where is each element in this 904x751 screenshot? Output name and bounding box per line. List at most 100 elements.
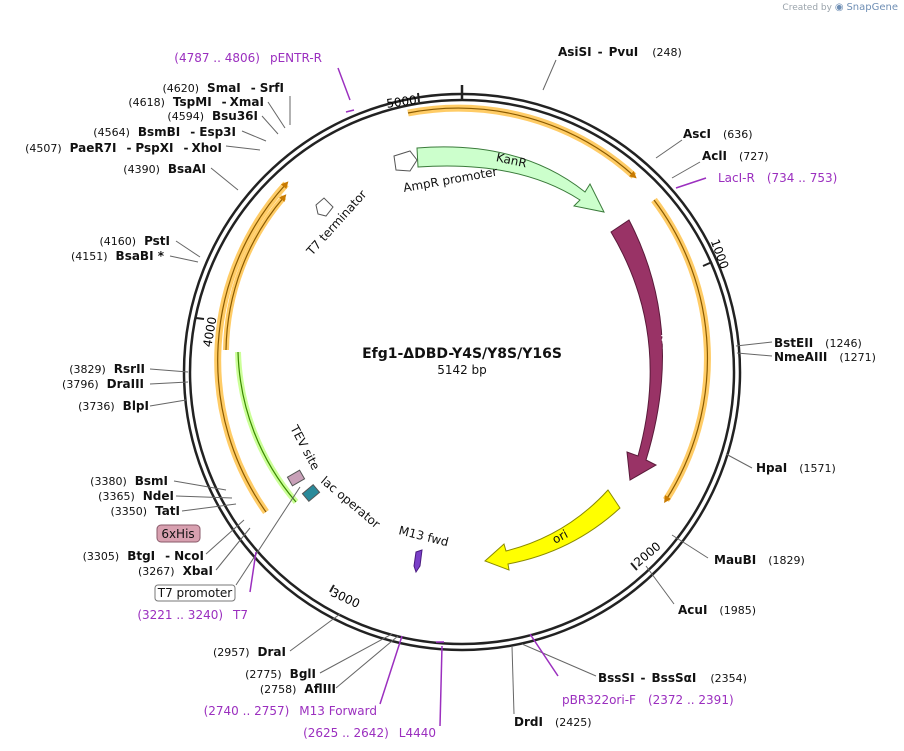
kanr-label: KanR	[495, 150, 528, 170]
m13-fwd-feature	[413, 549, 423, 574]
primer-marks	[249, 67, 707, 727]
laci-feature	[610, 219, 663, 481]
svg-text:(4160)PstI: (4160)PstI	[99, 234, 170, 248]
site-btgi: BtgI	[127, 549, 155, 563]
site-bsmbi: BsmBI	[138, 125, 180, 139]
site-draiii: DraIII	[107, 377, 144, 391]
svg-text:(3365)NdeI: (3365)NdeI	[98, 489, 174, 503]
primer-t7: T7	[232, 608, 248, 622]
svg-text:LacI-R(734 .. 753): LacI-R(734 .. 753)	[718, 171, 837, 185]
tick-mark-3000	[329, 584, 335, 593]
svg-text:DrdI(2425): DrdI(2425)	[514, 715, 592, 729]
credit-text: Created by	[782, 3, 832, 13]
svg-text:HpaI(1571): HpaI(1571)	[756, 461, 836, 475]
his-tag-badge	[156, 524, 201, 543]
t7-promoter-label: T7 promoter	[157, 586, 233, 600]
svg-text:(3350)TatI: (3350)TatI	[110, 504, 180, 518]
site-ncoi: NcoI	[174, 549, 204, 563]
svg-text:AscI(636): AscI(636)	[683, 127, 753, 141]
site-bsssai: BssSαI	[652, 671, 697, 685]
svg-text:AsiSI-PvuI(248): AsiSI-PvuI(248)	[558, 45, 682, 59]
ori-label: ori	[550, 527, 570, 547]
primer-laci-r: LacI-R	[718, 171, 755, 185]
site-drai: DraI	[258, 645, 286, 659]
tick-mark-4000	[195, 317, 205, 320]
svg-text:MauBI(1829): MauBI(1829)	[714, 553, 805, 567]
primer-m13-forward: M13 Forward	[299, 704, 377, 718]
site-xbai: XbaI	[183, 564, 213, 578]
site-paer7i: PaeR7I	[70, 141, 117, 155]
site-nmeaiii: NmeAIII	[774, 350, 827, 364]
site-bsssi: BssSI	[598, 671, 635, 685]
site-bsu36i: Bsu36I	[212, 109, 258, 123]
snapgene-credit: Created by ◉ SnapGene	[782, 2, 898, 13]
tick-label-2000: 2000	[631, 539, 663, 569]
site-acui: AcuI	[678, 603, 707, 617]
snapgene-logo-icon: ◉	[834, 2, 844, 13]
svg-text:(3221 .. 3240)T7: (3221 .. 3240)T7	[137, 608, 248, 622]
svg-text:(2758)AflIII: (2758)AflIII	[260, 682, 336, 696]
site-maubi: MauBI	[714, 553, 756, 567]
site-acli: AclI	[702, 149, 727, 163]
plasmid-length: 5142 bp	[437, 363, 487, 377]
site-bsteii: BstEII	[774, 336, 813, 350]
svg-text:(3736)BlpI: (3736)BlpI	[78, 399, 149, 413]
tev-site-feature	[286, 469, 306, 487]
tev-site-label: TEV site	[287, 422, 323, 472]
svg-text:pBR322ori-F(2372 .. 2391): pBR322ori-F(2372 .. 2391)	[562, 693, 734, 707]
site-srfi: SrfI	[260, 81, 284, 95]
primer-pbr322ori-f: pBR322ori-F	[562, 693, 636, 707]
site-afliii: AflIII	[304, 682, 336, 696]
site-rsrii: RsrII	[114, 362, 145, 376]
site-bsmi: BsmI	[135, 474, 168, 488]
laci-label: lacI	[658, 332, 675, 355]
svg-text:(4151)BsaBI *: (4151)BsaBI *	[71, 249, 165, 263]
site-psti: PstI	[144, 234, 170, 248]
site-asci: AscI	[683, 127, 711, 141]
svg-text:(3267)XbaI: (3267)XbaI	[138, 564, 213, 578]
site-tspmi: TspMI	[173, 95, 212, 109]
site-blpi: BlpI	[123, 399, 149, 413]
site-bsaai: BsaAI	[168, 162, 206, 176]
tick-label-3000: 3000	[328, 585, 362, 611]
tick-mark-2000	[630, 562, 638, 571]
ori-feature	[484, 489, 621, 571]
site-pvui: PvuI	[609, 45, 639, 59]
site-esp3i: Esp3I	[199, 125, 236, 139]
svg-text:(3796)DraIII: (3796)DraIII	[62, 377, 144, 391]
svg-text:AclI(727): AclI(727)	[702, 149, 769, 163]
t7-terminator-label: T7 terminator	[303, 187, 369, 259]
ampr-promoter-label: AmpR promoter	[402, 165, 498, 195]
svg-text:(3829)RsrII: (3829)RsrII	[69, 362, 145, 376]
svg-text:(3380)BsmI: (3380)BsmI	[90, 474, 168, 488]
site-tati: TatI	[155, 504, 180, 518]
site-xmai: XmaI	[230, 95, 264, 109]
site-pspxi: PspXI	[135, 141, 173, 155]
svg-text:(4564)BsmBI-Esp3I: (4564)BsmBI-Esp3I	[93, 125, 236, 139]
svg-text:NmeAIII(1271): NmeAIII(1271)	[774, 350, 876, 364]
site-ndei: NdeI	[143, 489, 174, 503]
tick-mark-1000	[702, 261, 713, 267]
svg-text:(4594)Bsu36I: (4594)Bsu36I	[167, 109, 258, 123]
site-asisi: AsiSI	[558, 45, 592, 59]
svg-text:(4390)BsaAI: (4390)BsaAI	[123, 162, 206, 176]
lac-operator-label: lac operator	[318, 474, 383, 532]
svg-text:BssSI-BssSαI(2354): BssSI-BssSαI(2354)	[598, 671, 747, 685]
kanr-feature	[416, 146, 605, 213]
svg-text:(4618)TspMI-XmaI: (4618)TspMI-XmaI	[128, 95, 264, 109]
m13-fwd-label: M13 fwd	[397, 523, 450, 549]
tick-label-5000: 5000	[385, 93, 417, 111]
t7-terminator-feature	[315, 197, 334, 217]
site-drdi: DrdI	[514, 715, 543, 729]
t7-promoter-badge	[154, 584, 236, 602]
brand-name: SnapGene	[846, 2, 898, 13]
svg-text:(4620)SmaI-SrfI: (4620)SmaI-SrfI	[162, 81, 284, 95]
his-tag-label: 6xHis	[161, 527, 194, 541]
svg-text:(4787 .. 4806)pENTR-R: (4787 .. 4806)pENTR-R	[174, 51, 322, 65]
svg-text:(3305)BtgI-NcoI: (3305)BtgI-NcoI	[83, 549, 204, 563]
svg-text:(2775)BglI: (2775)BglI	[245, 667, 316, 681]
ampr-promoter-feature	[393, 150, 418, 172]
primer-pentr-r: pENTR-R	[270, 51, 322, 65]
site-hpai: HpaI	[756, 461, 787, 475]
